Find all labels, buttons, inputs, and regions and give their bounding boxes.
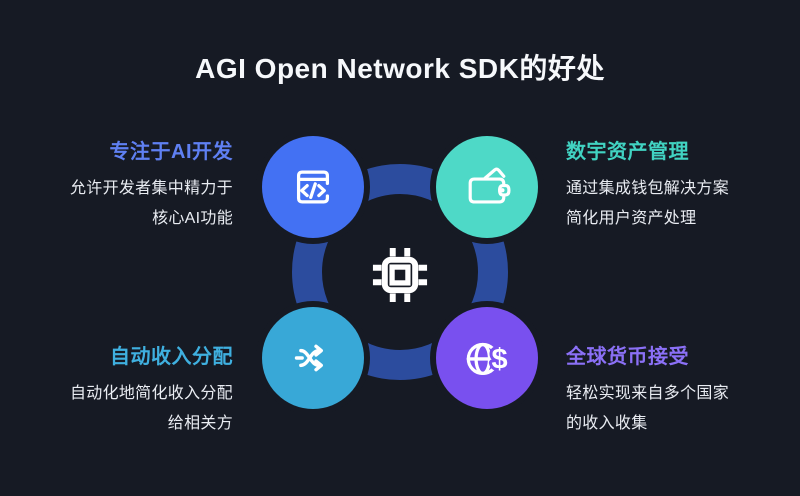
cpu-chip-icon	[372, 247, 428, 303]
feature-circle-revenue-distribution	[262, 307, 364, 409]
wallet-icon	[468, 167, 511, 204]
feature-text-global-currency: 全球货币接受 轻松实现来自多个国家 的收入收集	[566, 346, 729, 439]
feature-body-line: 轻松实现来自多个国家	[566, 385, 730, 402]
feature-body-line: 的收入收集	[566, 415, 648, 432]
feature-heading: 自动收入分配	[110, 346, 233, 368]
code-window-icon	[296, 170, 330, 204]
globe-dollar-icon: $	[466, 341, 511, 379]
feature-body-line: 通过集成钱包解决方案	[566, 180, 730, 197]
dollar-sign-glyph: $	[492, 344, 508, 376]
feature-body-line: 简化用户资产处理	[566, 210, 697, 227]
feature-body-line: 给相关方	[167, 415, 233, 432]
feature-circle-asset-management	[436, 136, 538, 238]
feature-body-line: 核心AI功能	[152, 210, 233, 227]
feature-text-revenue-distribution: 自动收入分配 自动化地简化收入分配 给相关方	[70, 346, 233, 439]
feature-heading: 专注于AI开发	[109, 141, 233, 163]
feature-circle-global-currency: $	[436, 307, 538, 409]
feature-circle-ai-development	[262, 136, 364, 238]
feature-heading: 全球货币接受	[566, 346, 689, 368]
feature-text-asset-management: 数宇资产管理 通过集成钱包解决方案 简化用户资产处理	[566, 141, 729, 234]
feature-text-ai-development: 专注于AI开发 允许开发者集中精力于 核心AI功能	[70, 141, 233, 234]
feature-body-line: 自动化地简化收入分配	[69, 385, 233, 402]
shuffle-icon	[294, 344, 323, 372]
feature-body-line: 允许开发者集中精力于	[69, 180, 233, 197]
page-title: AGI Open Network SDK的好处	[195, 53, 605, 84]
feature-heading: 数宇资产管理	[566, 141, 689, 163]
